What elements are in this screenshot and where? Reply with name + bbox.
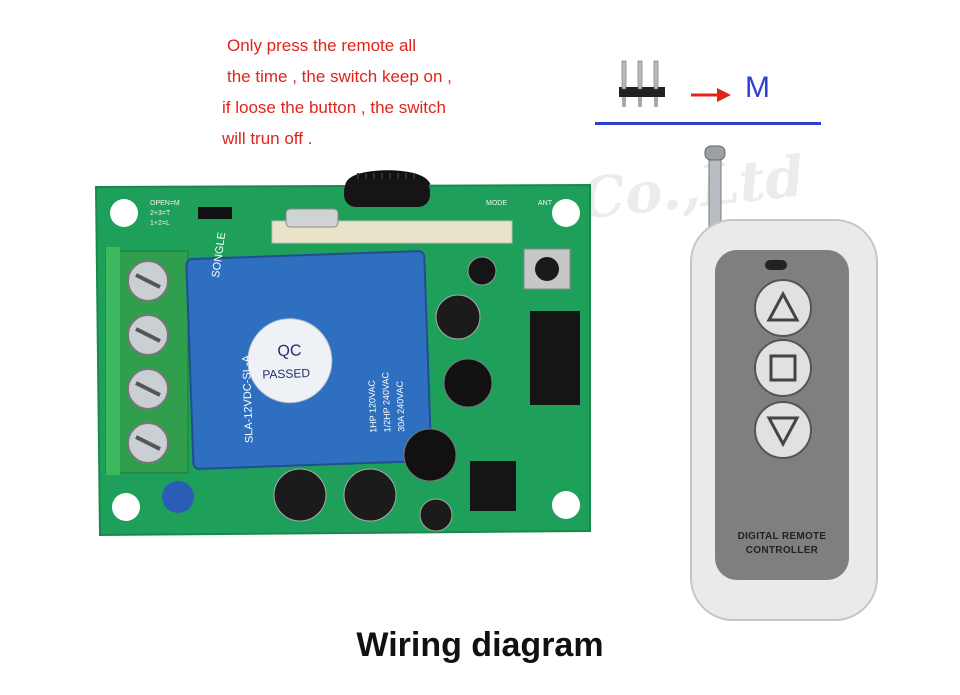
- relay: SONGLE QC PASSED SLA-12VDC-SL-A 1HP 120V…: [185, 231, 433, 470]
- qc-mark: QC: [277, 342, 302, 360]
- note-line-3: if loose the button , the switch: [222, 98, 446, 117]
- remote-label-line-1: DIGITAL REMOTE: [737, 531, 827, 542]
- instruction-note: Only press the remote all the time , the…: [222, 30, 452, 154]
- mode-underline: [595, 122, 821, 125]
- relay-rating-2: 1/2HP 240VAC: [380, 371, 392, 432]
- up-button: [754, 279, 812, 337]
- note-line-4: will trun off .: [222, 129, 313, 148]
- caption: Wiring diagram: [356, 626, 604, 664]
- remote-label-line-2: CONTROLLER: [745, 545, 819, 556]
- remote-control: [690, 145, 878, 621]
- jumper-text-1: OPEN=M: [150, 200, 180, 207]
- antenna-coil: [344, 170, 431, 207]
- mode-letter: M: [745, 71, 770, 104]
- receiver-board: OPEN=M 2+3=T 1+2=L ANT MODE SONGLE QC PA…: [94, 170, 591, 537]
- terminal-block: [105, 247, 189, 475]
- down-button: [754, 401, 812, 459]
- note-line-2: the time , the switch keep on ,: [227, 67, 452, 86]
- ant-label: ANT: [538, 200, 553, 207]
- jumper-text-3: 1+2=L: [150, 220, 170, 227]
- relay-rating-1: 1HP 120VAC: [367, 379, 379, 433]
- stop-button: [754, 339, 812, 397]
- mode-indicator: M: [595, 55, 821, 125]
- red-arrow-icon: [691, 88, 731, 102]
- jumper-text-2: 2+3=T: [150, 210, 171, 217]
- relay-rating-3: 30A 240VAC: [395, 380, 407, 432]
- note-line-1: Only press the remote all: [227, 36, 416, 55]
- mode-label: MODE: [486, 200, 507, 207]
- relay-model: SLA-12VDC-SL-A: [241, 354, 256, 443]
- passed-mark: PASSED: [262, 366, 311, 382]
- remote-label: DIGITAL REMOTE CONTROLLER: [720, 530, 844, 558]
